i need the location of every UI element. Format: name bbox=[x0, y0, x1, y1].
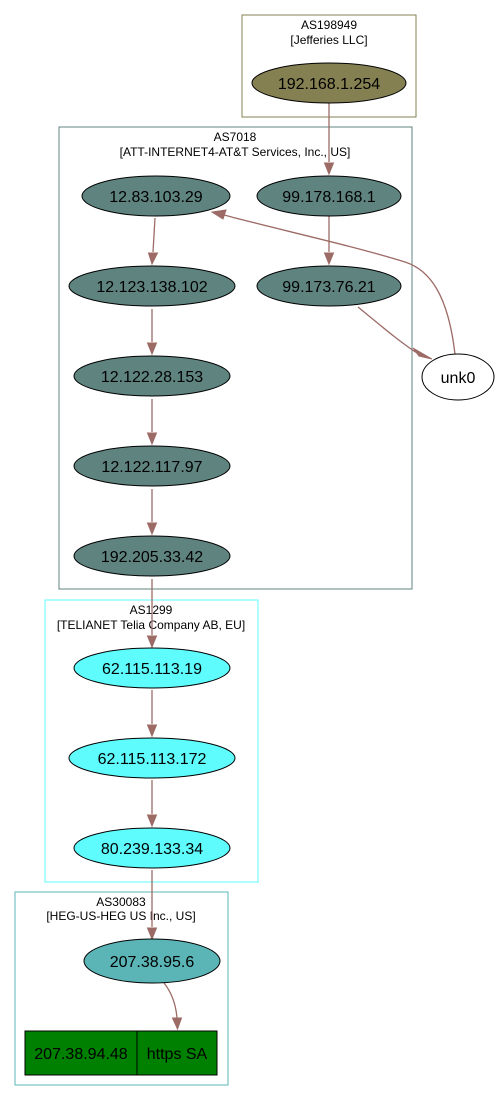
node-12-122-117-97[interactable]: 12.122.117.97 bbox=[73, 445, 231, 487]
cluster-as1299-asn: AS1299 bbox=[130, 603, 173, 617]
node-label: 80.239.133.34 bbox=[101, 841, 203, 858]
node-12-122-28-153[interactable]: 12.122.28.153 bbox=[73, 355, 231, 397]
node-99-173-76-21[interactable]: 99.173.76.21 bbox=[256, 265, 402, 307]
node-192-205-33-42[interactable]: 192.205.33.42 bbox=[73, 535, 231, 577]
cluster-as30083-org: [HEG-US-HEG US Inc., US] bbox=[46, 909, 195, 923]
edge-n6-n7-arrowhead bbox=[146, 432, 158, 446]
edge-n12-dest bbox=[163, 982, 178, 1019]
cluster-as1299-org: [TELIANET Telia Company AB, EU] bbox=[57, 618, 245, 632]
edge-unk-n4 bbox=[223, 214, 456, 355]
cluster-as198949-org: [Jefferies LLC] bbox=[290, 33, 367, 47]
edge-n7-n8-arrowhead bbox=[146, 522, 158, 536]
cluster-as7018-org: [ATT-INTERNET4-AT&T Services, Inc., US] bbox=[120, 145, 351, 159]
cluster-as30083-border bbox=[14, 891, 229, 1086]
node-192-168-1-254[interactable]: 192.168.1.254 bbox=[251, 62, 407, 104]
node-label: 12.122.117.97 bbox=[101, 459, 202, 476]
node-62-115-113-172[interactable]: 62.115.113.172 bbox=[68, 737, 236, 779]
edge-n11-n12-arrowhead bbox=[146, 927, 158, 941]
edge-n4-n5 bbox=[152, 217, 156, 253]
node-label: 12.122.28.153 bbox=[101, 369, 203, 386]
cluster-as198949-asn: AS198949 bbox=[301, 18, 357, 32]
edge-n1-n2-arrowhead bbox=[323, 162, 335, 176]
edge-n4-n5-arrowhead bbox=[147, 252, 159, 266]
node-unk0[interactable]: unk0 bbox=[421, 353, 495, 401]
node-label: 192.205.33.42 bbox=[101, 549, 203, 566]
cluster-as7018-border bbox=[58, 126, 413, 590]
node-99-178-168-1[interactable]: 99.178.168.1 bbox=[256, 175, 402, 217]
node-label: 12.83.103.29 bbox=[109, 189, 203, 206]
node-12-123-138-102[interactable]: 12.123.138.102 bbox=[68, 265, 236, 307]
edge-n10-n11-arrowhead bbox=[146, 814, 158, 828]
cluster-as7018: AS7018 [ATT-INTERNET4-AT&T Services, Inc… bbox=[58, 126, 413, 590]
node-label: 207.38.95.6 bbox=[110, 954, 195, 971]
edge-n3-unk-arrowhead bbox=[412, 347, 433, 360]
edges bbox=[146, 102, 456, 1031]
edge-n5-n6-arrowhead bbox=[146, 342, 158, 356]
edge-n12-dest-arrowhead bbox=[171, 1017, 183, 1031]
edge-n2-n3-arrowhead bbox=[323, 252, 335, 266]
destination-service: https SA bbox=[147, 1046, 208, 1063]
node-12-83-103-29[interactable]: 12.83.103.29 bbox=[81, 175, 231, 217]
cluster-as7018-asn: AS7018 bbox=[214, 130, 257, 144]
node-label: 99.173.76.21 bbox=[282, 279, 376, 296]
edge-n8-n9-arrowhead bbox=[146, 635, 158, 649]
node-label: 99.178.168.1 bbox=[282, 189, 376, 206]
node-207-38-95-6[interactable]: 207.38.95.6 bbox=[83, 938, 221, 984]
edge-unk-n4-arrowhead bbox=[210, 209, 227, 220]
destination-ip: 207.38.94.48 bbox=[34, 1046, 128, 1063]
node-label: 62.115.113.19 bbox=[102, 661, 202, 678]
cluster-as30083: AS30083 [HEG-US-HEG US Inc., US] bbox=[14, 891, 229, 1086]
node-62-115-113-19[interactable]: 62.115.113.19 bbox=[73, 647, 231, 689]
node-label: 12.123.138.102 bbox=[96, 279, 207, 296]
node-label: unk0 bbox=[441, 370, 476, 387]
destination-node[interactable]: 207.38.94.48 https SA bbox=[24, 1030, 218, 1076]
cluster-as30083-asn: AS30083 bbox=[96, 895, 146, 909]
edge-n3-unk bbox=[357, 306, 418, 354]
node-label: 62.115.113.172 bbox=[98, 751, 207, 768]
node-label: 192.168.1.254 bbox=[278, 76, 380, 93]
edge-n9-n10-arrowhead bbox=[146, 724, 158, 738]
node-80-239-133-34[interactable]: 80.239.133.34 bbox=[73, 827, 231, 869]
